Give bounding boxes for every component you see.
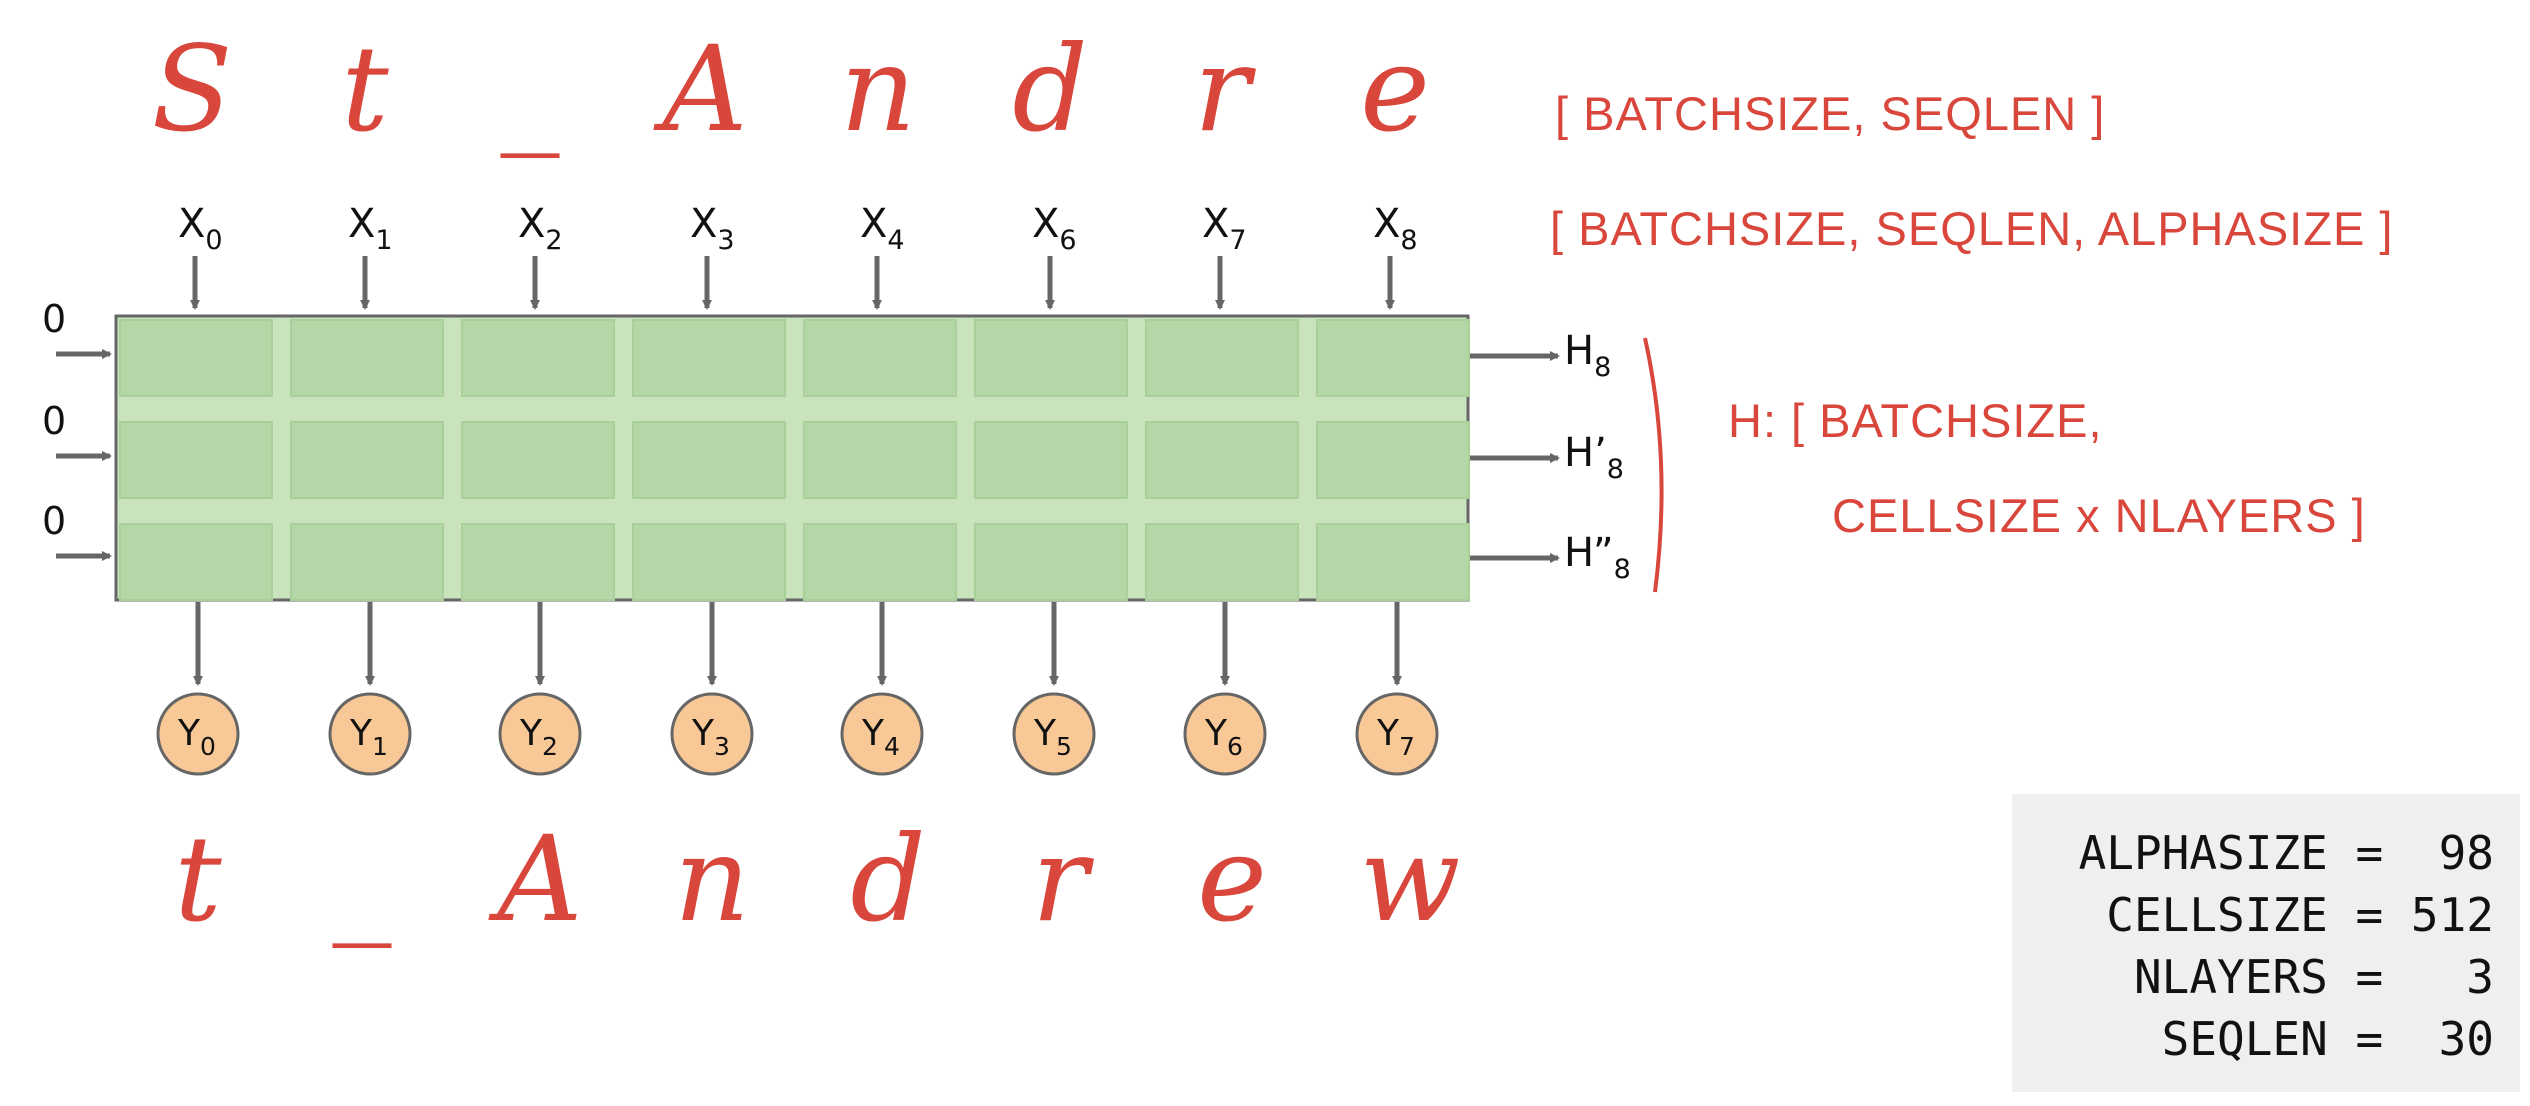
output-label: Y7 bbox=[1376, 713, 1415, 761]
rnn-cell bbox=[119, 319, 273, 397]
output-letter: A bbox=[488, 810, 582, 948]
input-label-x0: X0 bbox=[178, 201, 223, 256]
output-node: Y0 bbox=[156, 692, 240, 776]
input-arrows bbox=[190, 256, 1395, 310]
rnn-cell bbox=[461, 523, 615, 601]
rnn-cell bbox=[461, 319, 615, 397]
output-label: Y5 bbox=[1033, 713, 1072, 761]
initial-state-label: 0 bbox=[42, 499, 66, 543]
input-label-x3: X3 bbox=[690, 201, 735, 256]
input-letter: e bbox=[1360, 20, 1430, 158]
rnn-cell bbox=[974, 319, 1128, 397]
output-node: Y7 bbox=[1355, 692, 1439, 776]
input-letter: r bbox=[1194, 20, 1257, 158]
param-nlayers: NLAYERS = 3 bbox=[2133, 950, 2494, 1004]
input-letter: n bbox=[840, 20, 916, 158]
output-node: Y3 bbox=[670, 692, 754, 776]
output-letter: _ bbox=[333, 810, 392, 948]
output-label: Y2 bbox=[519, 713, 558, 761]
state-bracket bbox=[1643, 337, 1664, 593]
final-state-label-h-double-prime: H”8 bbox=[1564, 530, 1631, 585]
input-letter: S bbox=[152, 20, 233, 158]
rnn-cell bbox=[1316, 319, 1470, 397]
initial-states: 0 0 0 bbox=[42, 297, 66, 543]
output-arrows bbox=[193, 602, 1402, 686]
rnn-cell bbox=[290, 421, 444, 499]
rnn-cell bbox=[632, 523, 786, 601]
input-labels: X0 X1 X2 X3 X4 X6 X7 X8 bbox=[178, 201, 1418, 256]
input-letters: S t _ A n d r e bbox=[152, 20, 1430, 158]
input-letter: t bbox=[341, 20, 389, 158]
rnn-cell bbox=[632, 319, 786, 397]
output-letter: e bbox=[1197, 810, 1267, 948]
output-node: Y6 bbox=[1183, 692, 1267, 776]
rnn-cell bbox=[461, 421, 615, 499]
output-node: Y2 bbox=[498, 692, 582, 776]
output-label: Y1 bbox=[349, 713, 388, 761]
parameters-box: ALPHASIZE = 98 CELLSIZE = 512 NLAYERS = … bbox=[2012, 794, 2520, 1092]
output-letter: n bbox=[674, 810, 750, 948]
output-label: Y3 bbox=[691, 713, 730, 761]
rnn-cell bbox=[974, 421, 1128, 499]
output-nodes: Y0 Y1 Y2 Y3 Y4 Y5 Y6 Y7 bbox=[156, 692, 1439, 776]
output-label: Y0 bbox=[177, 713, 216, 761]
rnn-cell bbox=[1145, 319, 1299, 397]
onehot-shape-annotation: [ BATCHSIZE, SEQLEN, ALPHASIZE ] bbox=[1550, 202, 2393, 255]
rnn-cell bbox=[632, 421, 786, 499]
state-shape-annotation-line1: H: [ BATCHSIZE, bbox=[1728, 394, 2103, 447]
rnn-cell bbox=[803, 523, 957, 601]
rnn-cell bbox=[1145, 523, 1299, 601]
input-letter: _ bbox=[501, 20, 560, 158]
output-label: Y4 bbox=[861, 713, 900, 761]
final-state-labels: H8 H’8 H”8 bbox=[1564, 328, 1631, 585]
rnn-cell bbox=[1145, 421, 1299, 499]
state-shape-annotation-line2: CELLSIZE x NLAYERS ] bbox=[1832, 489, 2366, 542]
input-label-x1: X1 bbox=[348, 201, 393, 256]
input-label-x8: X8 bbox=[1373, 201, 1418, 256]
input-label-x2: X2 bbox=[518, 201, 563, 256]
rnn-cell-grid bbox=[114, 314, 1470, 602]
output-node: Y1 bbox=[328, 692, 412, 776]
output-letters: t _ A n d r e w bbox=[174, 810, 1460, 948]
final-state-label-h-prime: H’8 bbox=[1564, 430, 1624, 485]
final-state-label-h: H8 bbox=[1564, 328, 1611, 383]
output-letter: t bbox=[174, 810, 222, 948]
rnn-cell bbox=[974, 523, 1128, 601]
initial-state-label: 0 bbox=[42, 399, 66, 443]
output-node: Y4 bbox=[840, 692, 924, 776]
output-label: Y6 bbox=[1204, 713, 1243, 761]
rnn-cell bbox=[803, 319, 957, 397]
rnn-cell bbox=[290, 319, 444, 397]
input-letter: d bbox=[1012, 20, 1088, 158]
output-letter: w bbox=[1359, 810, 1460, 948]
input-shape-annotation: [ BATCHSIZE, SEQLEN ] bbox=[1555, 87, 2105, 140]
input-letter: A bbox=[653, 20, 747, 158]
param-seqlen: SEQLEN = 30 bbox=[2161, 1012, 2494, 1066]
param-cellsize: CELLSIZE = 512 bbox=[2106, 888, 2494, 942]
rnn-cell bbox=[1316, 421, 1470, 499]
rnn-cell bbox=[119, 421, 273, 499]
initial-state-arrows bbox=[56, 349, 112, 561]
output-letter: r bbox=[1032, 810, 1095, 948]
rnn-cell bbox=[290, 523, 444, 601]
input-label-x7: X7 bbox=[1202, 201, 1247, 256]
output-letter: d bbox=[850, 810, 926, 948]
rnn-cell bbox=[1316, 523, 1470, 601]
input-label-x6: X6 bbox=[1032, 201, 1077, 256]
rnn-cell bbox=[803, 421, 957, 499]
rnn-cell bbox=[119, 523, 273, 601]
input-label-x4: X4 bbox=[860, 201, 905, 256]
output-node: Y5 bbox=[1012, 692, 1096, 776]
final-state-arrows bbox=[1470, 351, 1560, 563]
param-alphasize: ALPHASIZE = 98 bbox=[2078, 826, 2494, 880]
initial-state-label: 0 bbox=[42, 297, 66, 341]
